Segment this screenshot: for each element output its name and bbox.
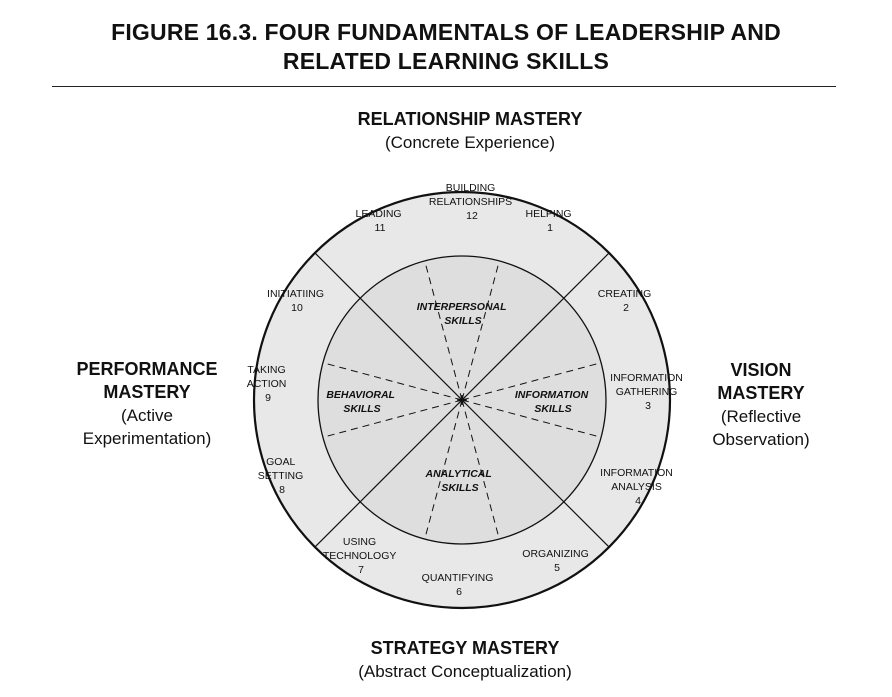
dashed-divider-left-upper	[322, 362, 463, 401]
hub-stroke-d2	[458, 396, 466, 404]
strategy-mastery-subtitle: (Abstract Conceptualization)	[358, 662, 572, 681]
performance-mastery-title-line-2: MASTERY	[103, 382, 191, 402]
vision-mastery-title-line-2: MASTERY	[717, 383, 805, 403]
divider-upper-left	[314, 252, 463, 401]
vision-mastery-label: VISION MASTERY (Reflective Observation)	[696, 359, 826, 451]
skill-creating: CREATING 2	[598, 288, 654, 314]
figure-title-line-1: FIGURE 16.3. FOUR FUNDAMENTALS OF LEADER…	[111, 19, 781, 45]
strategy-mastery-label: STRATEGY MASTERY (Abstract Conceptualiza…	[300, 637, 630, 683]
strategy-mastery-title: STRATEGY MASTERY	[370, 638, 560, 658]
skill-initiating: INITIATIING 10	[267, 288, 327, 314]
dashed-divider-bottom-right	[461, 399, 500, 540]
divider-upper-right	[461, 252, 610, 401]
skill-information-analysis: INFORMATION ANALYSIS 4	[600, 467, 676, 507]
interpersonal-skills-label: INTERPERSONAL SKILLS	[417, 301, 510, 327]
vision-mastery-subtitle-line-1: (Reflective	[720, 407, 802, 426]
skill-information-gathering: INFORMATION GATHERING 3	[610, 372, 686, 412]
skill-organizing: ORGANIZING 5	[522, 548, 591, 574]
relationship-mastery-subtitle: (Concrete Experience)	[384, 133, 556, 152]
figure-title: FIGURE 16.3. FOUR FUNDAMENTALS OF LEADER…	[0, 18, 892, 76]
skill-taking-action: TAKING ACTION 9	[247, 364, 290, 404]
dashed-divider-top-right	[461, 260, 500, 401]
dashed-divider-left-lower	[322, 399, 463, 438]
skill-building-relationships: BUILDING RELATIONSHIPS 12	[429, 182, 515, 222]
relationship-mastery-label: RELATIONSHIP MASTERY (Concrete Experienc…	[300, 108, 640, 154]
vision-mastery-title-line-1: VISION	[730, 360, 792, 380]
behavioral-skills-label: BEHAVIORAL SKILLS	[326, 389, 397, 415]
skill-helping: HELPING 1	[525, 208, 574, 234]
dashed-divider-right-upper	[461, 362, 602, 401]
dashed-divider-top-left	[424, 260, 463, 401]
divider-lower-right	[461, 399, 610, 548]
analytical-skills-label: ANALYTICAL SKILLS	[424, 468, 494, 494]
divider-lower-left	[314, 399, 463, 548]
skill-using-technology: USING TECHNOLOGY 7	[323, 536, 399, 576]
information-skills-label: INFORMATION SKILLS	[515, 389, 591, 415]
performance-mastery-subtitle-line-2: Experimentation)	[82, 429, 212, 448]
dashed-divider-bottom-left	[424, 399, 463, 540]
center-hub	[457, 395, 467, 405]
skill-quantifying: QUANTIFYING 6	[422, 572, 497, 598]
skill-dividers	[322, 260, 602, 540]
dashed-divider-right-lower	[461, 399, 602, 438]
skill-leading: LEADING 11	[355, 208, 404, 234]
skill-goal-setting: GOAL SETTING 8	[258, 456, 306, 496]
performance-mastery-label: PERFORMANCE MASTERY (Active Experimentat…	[62, 358, 232, 450]
performance-mastery-subtitle-line-1: (Active	[121, 406, 173, 425]
relationship-mastery-title: RELATIONSHIP MASTERY	[357, 109, 583, 129]
quadrant-dividers	[314, 252, 610, 548]
vision-mastery-subtitle-line-2: Observation)	[712, 430, 810, 449]
performance-mastery-title-line-1: PERFORMANCE	[76, 359, 218, 379]
figure-title-line-2: RELATED LEARNING SKILLS	[282, 48, 610, 74]
title-divider	[52, 86, 836, 87]
